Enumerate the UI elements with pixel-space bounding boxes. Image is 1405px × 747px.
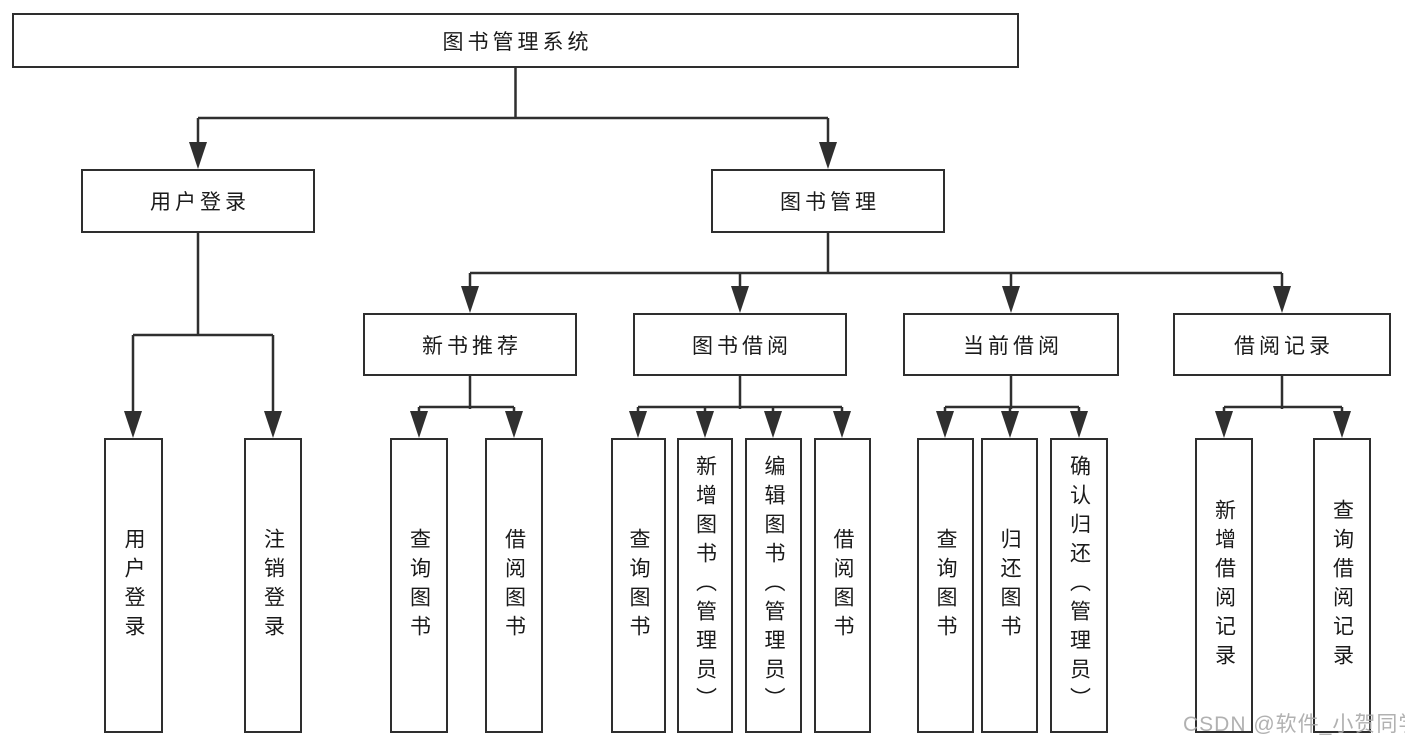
leaf-borrowing-add-books-label: 新增图书（管理员） — [693, 455, 717, 716]
arrow-icon — [1002, 286, 1020, 313]
node-user-login-label: 用户登录 — [150, 191, 250, 214]
leaf-current-return-books: 归还图书 — [981, 438, 1038, 733]
node-borrow-records: 借阅记录 — [1173, 313, 1391, 376]
node-book-management-label: 图书管理 — [780, 191, 880, 214]
node-book-management: 图书管理 — [711, 169, 945, 233]
arrow-icon — [1070, 411, 1088, 438]
node-book-borrowing-label: 图书借阅 — [692, 334, 792, 358]
leaf-borrowing-query-books: 查询图书 — [611, 438, 666, 733]
arrow-icon — [1215, 411, 1233, 438]
arrow-icon — [1273, 286, 1291, 313]
leaf-user-login: 用户登录 — [104, 438, 163, 733]
leaf-current-query-books: 查询图书 — [917, 438, 974, 733]
leaf-records-add-record: 新增借阅记录 — [1195, 438, 1253, 733]
leaf-records-query-record-label: 查询借阅记录 — [1330, 498, 1354, 673]
arrow-icon — [833, 411, 851, 438]
arrow-icon — [629, 411, 647, 438]
leaf-current-query-books-label: 查询图书 — [934, 527, 957, 644]
arrow-icon — [264, 411, 282, 438]
node-borrow-records-label: 借阅记录 — [1234, 334, 1334, 358]
arrow-icon — [410, 411, 428, 438]
leaf-records-add-record-label: 新增借阅记录 — [1212, 498, 1236, 673]
leaf-recommend-query-books-label: 查询图书 — [407, 527, 431, 644]
node-system-title-label: 图书管理系统 — [442, 30, 593, 54]
node-new-book-recommend-label: 新书推荐 — [422, 334, 522, 358]
arrow-icon — [1333, 411, 1351, 438]
leaf-current-return-books-label: 归还图书 — [998, 527, 1021, 644]
leaf-borrowing-edit-books: 编辑图书（管理员） — [745, 438, 802, 733]
leaf-recommend-borrow-books: 借阅图书 — [485, 438, 543, 733]
arrow-icon — [461, 286, 479, 313]
arrow-icon — [819, 142, 837, 169]
leaf-borrowing-edit-books-label: 编辑图书（管理员） — [762, 455, 785, 716]
arrow-icon — [764, 411, 782, 438]
arrow-icon — [731, 286, 749, 313]
arrow-icon — [189, 142, 207, 169]
arrow-icon — [936, 411, 954, 438]
leaf-current-confirm-return: 确认归还（管理员） — [1050, 438, 1108, 733]
leaf-borrowing-add-books: 新增图书（管理员） — [677, 438, 733, 733]
leaf-recommend-query-books: 查询图书 — [390, 438, 448, 733]
leaf-user-login-label: 用户登录 — [122, 527, 145, 644]
leaf-recommend-borrow-books-label: 借阅图书 — [502, 527, 526, 644]
leaf-logout: 注销登录 — [244, 438, 302, 733]
leaf-borrowing-borrow-books: 借阅图书 — [814, 438, 871, 733]
arrow-icon — [505, 411, 523, 438]
leaf-borrowing-query-books-label: 查询图书 — [627, 527, 650, 644]
node-new-book-recommend: 新书推荐 — [363, 313, 577, 376]
arrow-icon — [1001, 411, 1019, 438]
watermark-text: CSDN @软件_小贺同学 — [1183, 713, 1405, 736]
node-current-borrowing: 当前借阅 — [903, 313, 1119, 376]
arrow-icon — [124, 411, 142, 438]
leaf-current-confirm-return-label: 确认归还（管理员） — [1067, 455, 1091, 716]
node-book-borrowing: 图书借阅 — [633, 313, 847, 376]
leaf-logout-label: 注销登录 — [261, 527, 285, 644]
node-current-borrowing-label: 当前借阅 — [963, 334, 1063, 358]
arrow-icon — [696, 411, 714, 438]
node-system-title: 图书管理系统 — [12, 13, 1019, 68]
node-user-login: 用户登录 — [81, 169, 315, 233]
leaf-borrowing-borrow-books-label: 借阅图书 — [831, 527, 854, 644]
leaf-records-query-record: 查询借阅记录 — [1313, 438, 1371, 733]
